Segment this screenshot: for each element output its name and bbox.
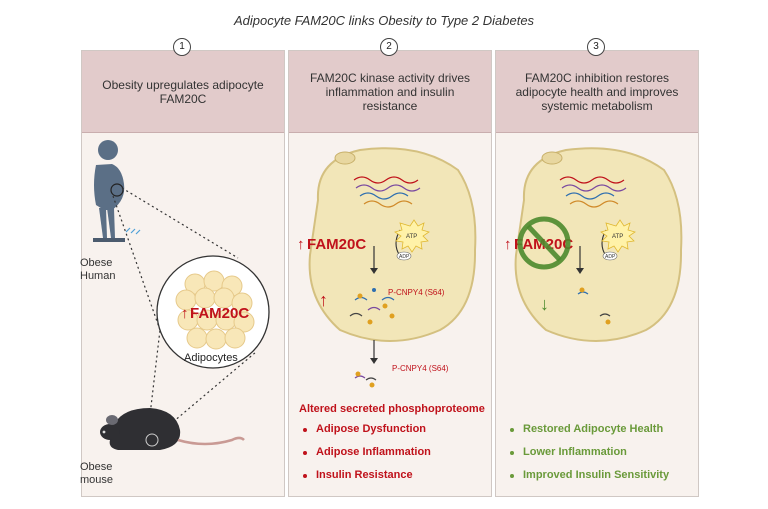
phosphoprotein-cluster-icon [349, 288, 395, 325]
atp-burst-icon [394, 219, 430, 253]
step-badge-2: 2 [380, 38, 398, 56]
dna-squiggles-icon [353, 176, 421, 208]
scale-icon [93, 238, 125, 242]
list-item: Restored Adipocyte Health [510, 423, 669, 446]
mouse-icon [100, 408, 245, 450]
prohibition-icon [517, 216, 571, 270]
panel-2-header: FAM20C kinase activity drives inflammati… [289, 51, 491, 133]
adp-pill-icon [396, 251, 412, 261]
shake-lines-icon [125, 227, 141, 235]
panel-1-header: Obesity upregulates adipocyte FAM20C [82, 51, 284, 133]
circle-fam20c-label: FAM20C [190, 305, 249, 322]
adp-pill-icon [602, 251, 618, 261]
atp-label-3: ATP [612, 234, 623, 240]
up-arrow-icon: ↑ [297, 236, 305, 253]
list-item: Improved Insulin Sensitivity [510, 469, 669, 492]
panel-2-outcomes: Adipose Dysfunction Adipose Inflammation… [303, 423, 431, 492]
list-item: Insulin Resistance [303, 469, 431, 492]
secreted-phosphoproteome-title: Altered secreted phosphoproteome [299, 403, 485, 415]
adipocyte-cell-3 [514, 147, 683, 342]
atp-label-2: ATP [406, 234, 417, 240]
up-arrow-icon: ↑ [319, 290, 328, 310]
zoom-lines-icon [112, 187, 257, 439]
dna-squiggles-icon [559, 176, 627, 208]
list-item: Lower Inflammation [510, 446, 669, 469]
fam20c-label-2: FAM20C [307, 236, 366, 253]
magnifier-spot-human [110, 183, 124, 197]
list-item: Adipose Dysfunction [303, 423, 431, 446]
nucleus-icon [334, 151, 356, 165]
adipocyte-cell-2 [308, 147, 477, 342]
up-arrow-icon: ↑ [504, 236, 512, 253]
panel-3-header: FAM20C inhibition restores adipocyte hea… [496, 51, 698, 133]
up-arrow-icon: ↑ [181, 305, 189, 322]
step-badge-1: 1 [173, 38, 191, 56]
step-badge-3: 3 [587, 38, 605, 56]
obese-human-icon [94, 140, 125, 238]
atp-burst-icon [600, 219, 636, 253]
panel-3-outcomes: Restored Adipocyte Health Lower Inflamma… [510, 423, 669, 492]
list-item: Adipose Inflammation [303, 446, 431, 469]
figure-title: Adipocyte FAM20C links Obesity to Type 2… [233, 13, 535, 28]
adp-label-2: ADP [399, 254, 410, 260]
outer-pcnpy4-label: P-CNPY4 (S64) [392, 364, 449, 373]
nucleus-icon [541, 151, 563, 165]
phosphoprotein-icon [577, 287, 611, 325]
adp-label-3: ADP [605, 254, 616, 260]
down-arrow-icon: ↓ [540, 294, 549, 314]
adipocytes-caption: Adipocytes [184, 352, 238, 364]
adipocyte-cluster-icon [175, 270, 255, 350]
secreted-protein-icon [354, 371, 377, 388]
inner-pcnpy4-label: P-CNPY4 (S64) [388, 288, 445, 297]
